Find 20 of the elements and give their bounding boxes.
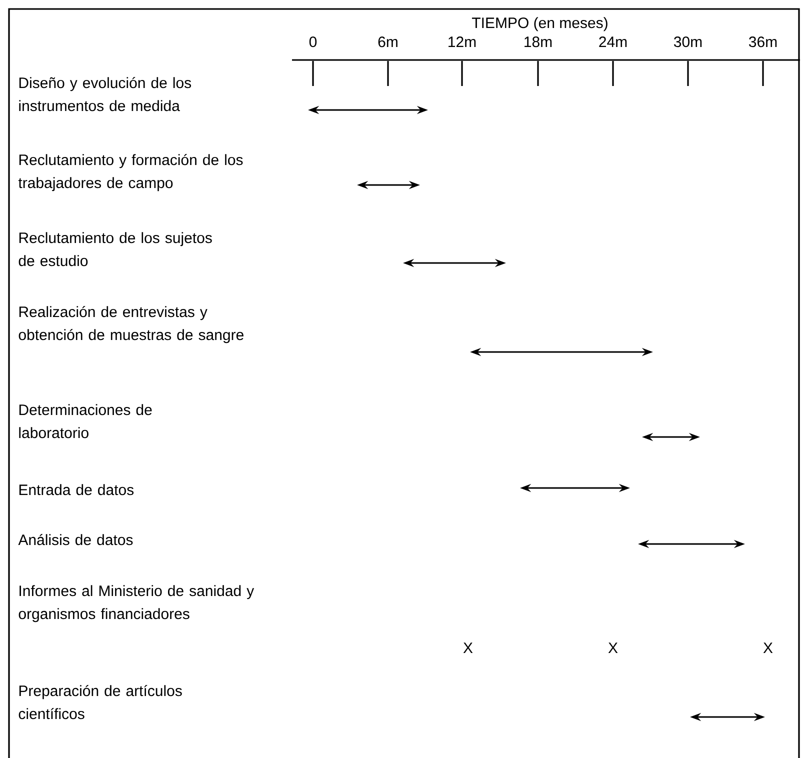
tick-label: 36m	[748, 36, 777, 48]
report-mark: X	[763, 642, 773, 653]
report-mark: X	[608, 642, 618, 653]
task-label: Preparación de artículos científicos	[18, 684, 182, 720]
task-label: Reclutamiento de los sujetos de estudio	[18, 232, 212, 266]
tick-label: 12m	[448, 36, 476, 47]
task-label: Informes al Ministerio de sanidad y organismos financiadores	[18, 585, 254, 622]
tick-label: 6m	[378, 36, 398, 48]
report-mark: X	[463, 642, 473, 653]
task-label: Realización de entrevistas y obtención de muestras de sangre	[18, 306, 244, 344]
task-label: Entrada de datos	[19, 484, 134, 496]
task-label: Análisis de datos	[18, 534, 133, 546]
tick-label: 30m	[674, 36, 702, 48]
tick-label: 24m	[599, 36, 627, 47]
task-label: Diseño y evolución de los instrumentos de medida	[19, 76, 192, 112]
axis-title: TIEMPO (en meses)	[472, 17, 608, 32]
tick-label: 0	[309, 36, 317, 48]
task-label: Determinaciones de laboratorio	[19, 404, 152, 438]
task-label: Reclutamiento y formación de los trabajadores de campo	[18, 154, 243, 192]
tick-label: 18m	[524, 36, 552, 48]
